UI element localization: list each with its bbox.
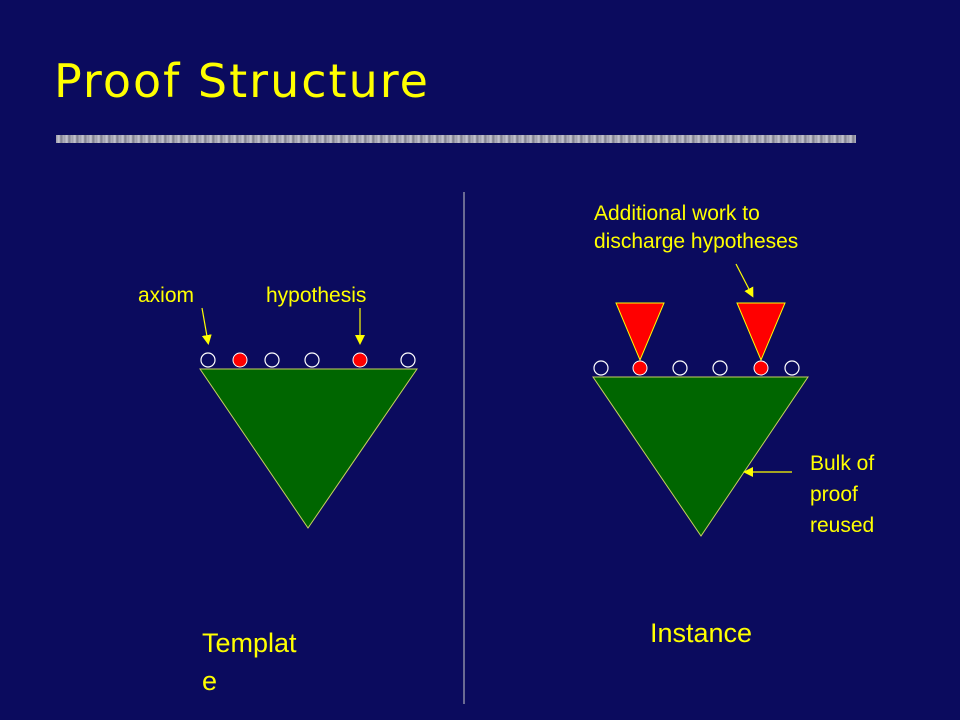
template-caption-line: Templat (202, 628, 297, 658)
hypothesis-label: hypothesis (266, 284, 367, 307)
hypothesis-node (632, 360, 648, 376)
axiom-node (784, 360, 800, 376)
hypothesis-node (753, 360, 769, 376)
additional-work-arrow (735, 263, 754, 298)
axiom-node (200, 352, 216, 368)
hypothesis-node (352, 352, 368, 368)
discharge-triangle (736, 302, 786, 362)
axiom-label: axiom (138, 284, 195, 307)
title-divider (56, 135, 856, 143)
template-proof-triangle (199, 368, 418, 529)
discharge-triangle (615, 302, 665, 362)
template-caption: Templat e (202, 624, 297, 700)
axiom-node (264, 352, 280, 368)
axiom-node (304, 352, 320, 368)
bulk-line: proof (810, 483, 858, 506)
additional-work-line: discharge hypotheses (594, 230, 799, 253)
additional-work-label: Additional work to discharge hypotheses (594, 200, 798, 256)
axiom-node (672, 360, 688, 376)
hypothesis-node (232, 352, 248, 368)
axiom-node (712, 360, 728, 376)
bulk-line: reused (810, 514, 875, 537)
axiom-arrow (201, 307, 212, 345)
axiom-node (593, 360, 609, 376)
axiom-node (400, 352, 416, 368)
template-caption-line: e (202, 666, 218, 696)
additional-work-line: Additional work to (594, 202, 760, 225)
bulk-line: Bulk of (810, 452, 875, 475)
slide-title: Proof Structure (54, 54, 430, 108)
bulk-label: Bulk of proof reused (810, 448, 874, 541)
instance-proof-triangle (592, 376, 809, 537)
instance-caption: Instance (650, 618, 753, 648)
